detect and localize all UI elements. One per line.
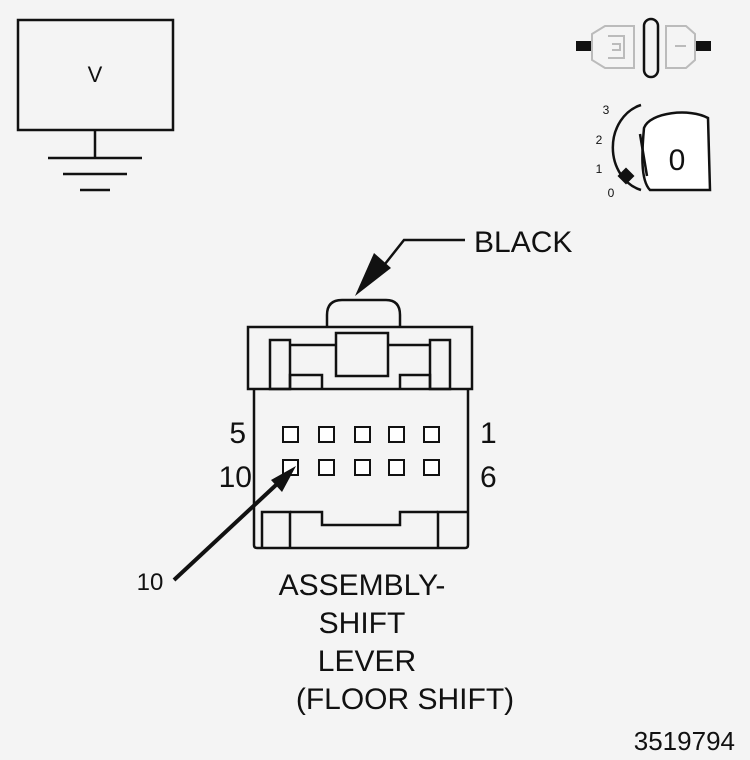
terminal-cavity-8 bbox=[354, 459, 371, 476]
pin-label-bottom-right: 6 bbox=[480, 461, 497, 494]
terminal-cavity-5 bbox=[282, 426, 299, 443]
voltmeter-label: V bbox=[88, 62, 103, 87]
connector-lock-tab bbox=[325, 298, 402, 327]
black-callout-leader bbox=[355, 238, 465, 296]
ignition-position-2: 2 bbox=[596, 133, 603, 147]
ignition-position-3: 3 bbox=[603, 103, 610, 117]
connector-face bbox=[246, 298, 474, 550]
terminal-cavity-3 bbox=[354, 426, 371, 443]
component-name-line-1: ASSEMBLY- bbox=[279, 569, 446, 602]
terminal-cavity-4 bbox=[318, 426, 335, 443]
connector-housing-body bbox=[252, 389, 470, 550]
terminal-cavity-7 bbox=[388, 459, 405, 476]
terminal-cavity-6 bbox=[423, 459, 440, 476]
voltmeter-symbol bbox=[16, 18, 175, 192]
pin-10-callout-arrow bbox=[172, 466, 296, 582]
ignition-key-icon bbox=[611, 103, 712, 192]
terminal-cavity-9 bbox=[318, 459, 335, 476]
ignition-position-0: 0 bbox=[608, 186, 615, 200]
pin-label-bottom-left: 10 bbox=[219, 461, 252, 494]
terminal-cavity-1 bbox=[423, 426, 440, 443]
connector-housing-top bbox=[246, 325, 474, 391]
figure-number: 3519794 bbox=[634, 726, 735, 756]
disconnected-connector-icon bbox=[576, 17, 711, 79]
connector-color-label: BLACK bbox=[474, 226, 572, 259]
pin-label-top-right: 1 bbox=[480, 417, 497, 450]
pin-callout-label: 10 bbox=[137, 569, 164, 596]
component-name-line-2: SHIFT bbox=[319, 607, 406, 640]
pin-label-top-left: 5 bbox=[229, 417, 246, 450]
component-name-line-4: (FLOOR SHIFT) bbox=[296, 683, 514, 716]
ignition-position-1: 1 bbox=[596, 162, 603, 176]
terminal-cavities bbox=[282, 426, 440, 476]
component-name-line-3: LEVER bbox=[318, 645, 416, 678]
terminal-cavity-2 bbox=[388, 426, 405, 443]
ignition-current-position: 0 bbox=[669, 144, 686, 177]
